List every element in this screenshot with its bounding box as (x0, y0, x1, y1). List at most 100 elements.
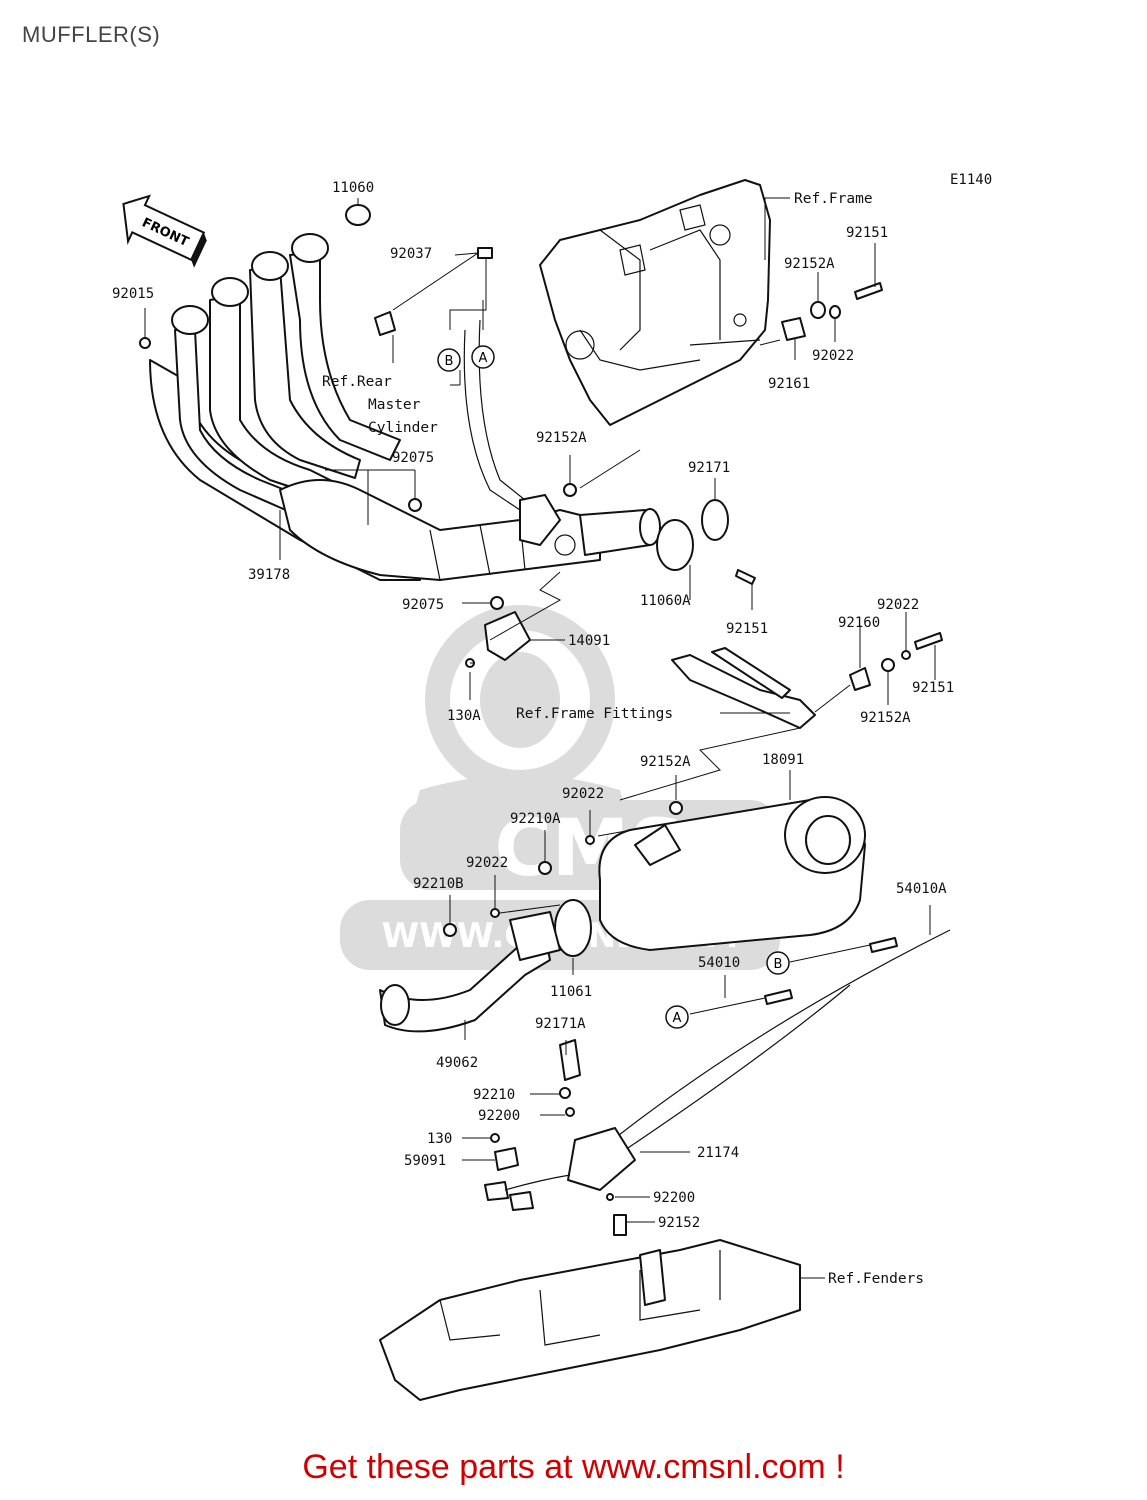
label-ref-frame-fittings: Ref.Frame Fittings (516, 706, 673, 722)
label-92160: 92160 (838, 615, 880, 631)
link-pipe-end (380, 984, 410, 1026)
label-130a: 130A (447, 708, 481, 724)
nut-92075-top (408, 498, 422, 512)
label-ref-cylinder: Cylinder (368, 420, 438, 436)
cable-a-top (478, 319, 526, 501)
nut-92015 (139, 337, 151, 349)
clamp-92171 (701, 499, 729, 541)
frame-part (539, 179, 771, 426)
marker-b-low: B (766, 951, 790, 975)
label-92022-a: 92022 (562, 786, 604, 802)
cable-54010 (609, 984, 851, 1161)
clip-92200-b (606, 1193, 614, 1201)
svg-text:B: B (445, 354, 454, 369)
harness-wire (504, 1174, 571, 1191)
collar-92160 (849, 667, 871, 691)
label-92152a-mid: 92152A (536, 430, 587, 446)
label-92075-bot: 92075 (402, 597, 444, 613)
washer-92152a-low (669, 801, 683, 815)
washer-92022-b (490, 908, 500, 918)
label-ref-rear: Ref.Rear (322, 374, 392, 390)
label-92037: 92037 (390, 246, 432, 262)
label-92152a-r: 92152A (860, 710, 911, 726)
collar-92161 (781, 317, 806, 341)
label-92152: 92152 (658, 1215, 700, 1231)
label-92152a-top: 92152A (784, 256, 835, 272)
cable-adjuster-b (764, 989, 793, 1005)
rear-master-cylinder (374, 311, 396, 336)
link-pipe-flange (509, 911, 561, 961)
label-92210: 92210 (473, 1087, 515, 1103)
exhaust-header-part (149, 233, 661, 581)
link-pipe-49062 (379, 934, 551, 1033)
label-92200-a: 92200 (478, 1108, 520, 1124)
bolt-92151-mid (735, 569, 756, 585)
bolt-92210 (559, 1087, 571, 1099)
cable-b-top (463, 329, 521, 511)
label-92171a: 92171A (535, 1016, 586, 1032)
label-92151-top: 92151 (846, 225, 888, 241)
label-18091: 18091 (762, 752, 804, 768)
diagram-code: E1140 (950, 172, 992, 188)
label-ref-master: Master (368, 397, 421, 413)
frame-fittings-arm (711, 647, 791, 699)
washer-92022-top (829, 305, 841, 319)
nut-92210b (443, 923, 457, 937)
frame-fittings-part (671, 654, 816, 729)
gasket-11060a (656, 519, 694, 571)
front-arrow-icon: FRONT (122, 194, 207, 268)
label-92022-top: 92022 (812, 348, 854, 364)
cable-54010a (599, 929, 951, 1151)
label-39178: 39178 (248, 567, 290, 583)
label-14091: 14091 (568, 633, 610, 649)
part-59091 (494, 1147, 519, 1171)
label-11060a: 11060A (640, 593, 691, 609)
leader-lines (144, 197, 936, 1279)
clip-92200-a (565, 1107, 575, 1117)
cable-adjuster-a (869, 937, 898, 953)
label-59091: 59091 (404, 1153, 446, 1169)
washer-92022-r (901, 650, 911, 660)
washer-92022-a (585, 835, 595, 845)
label-92075-top: 92075 (392, 450, 434, 466)
washer-92152a-top (810, 301, 826, 319)
label-130: 130 (427, 1131, 452, 1147)
marker-a-low: A (665, 1005, 689, 1029)
label-11061: 11061 (550, 984, 592, 1000)
label-92161: 92161 (768, 376, 810, 392)
actuator-21174 (567, 1127, 636, 1191)
connector-part (484, 1181, 534, 1211)
label-92022-r: 92022 (877, 597, 919, 613)
footer-link[interactable]: Get these parts at www.cmsnl.com ! (302, 1448, 845, 1486)
label-54010: 54010 (698, 955, 740, 971)
nut-92075-bot (490, 596, 504, 610)
label-ref-fenders: Ref.Fenders (828, 1271, 924, 1287)
label-92210b: 92210B (413, 876, 464, 892)
label-92210a: 92210A (510, 811, 561, 827)
bolt-92151-top (854, 282, 883, 300)
label-ref-frame: Ref.Frame (794, 191, 873, 207)
svg-text:A: A (479, 351, 488, 366)
label-21174: 21174 (697, 1145, 739, 1161)
marker-b-top: B (437, 348, 461, 372)
label-11060: 11060 (332, 180, 374, 196)
muffler-18091 (598, 796, 866, 951)
label-92151-r: 92151 (912, 680, 954, 696)
label-49062: 49062 (436, 1055, 478, 1071)
fenders-part (379, 1239, 801, 1401)
label-92015: 92015 (112, 286, 154, 302)
label-92022-b: 92022 (466, 855, 508, 871)
label-92171: 92171 (688, 460, 730, 476)
gasket-11060 (345, 204, 371, 226)
svg-text:A: A (673, 1011, 682, 1026)
label-92200-b: 92200 (653, 1190, 695, 1206)
bolt-130 (490, 1133, 500, 1143)
collar-92152 (613, 1214, 627, 1236)
page-title: MUFFLER(S) (22, 22, 161, 47)
bolt-92151-r (914, 632, 943, 650)
clamp-92037 (477, 247, 493, 259)
label-92152a-low: 92152A (640, 754, 691, 770)
label-92151-mid: 92151 (726, 621, 768, 637)
nut-92210a (538, 861, 552, 875)
